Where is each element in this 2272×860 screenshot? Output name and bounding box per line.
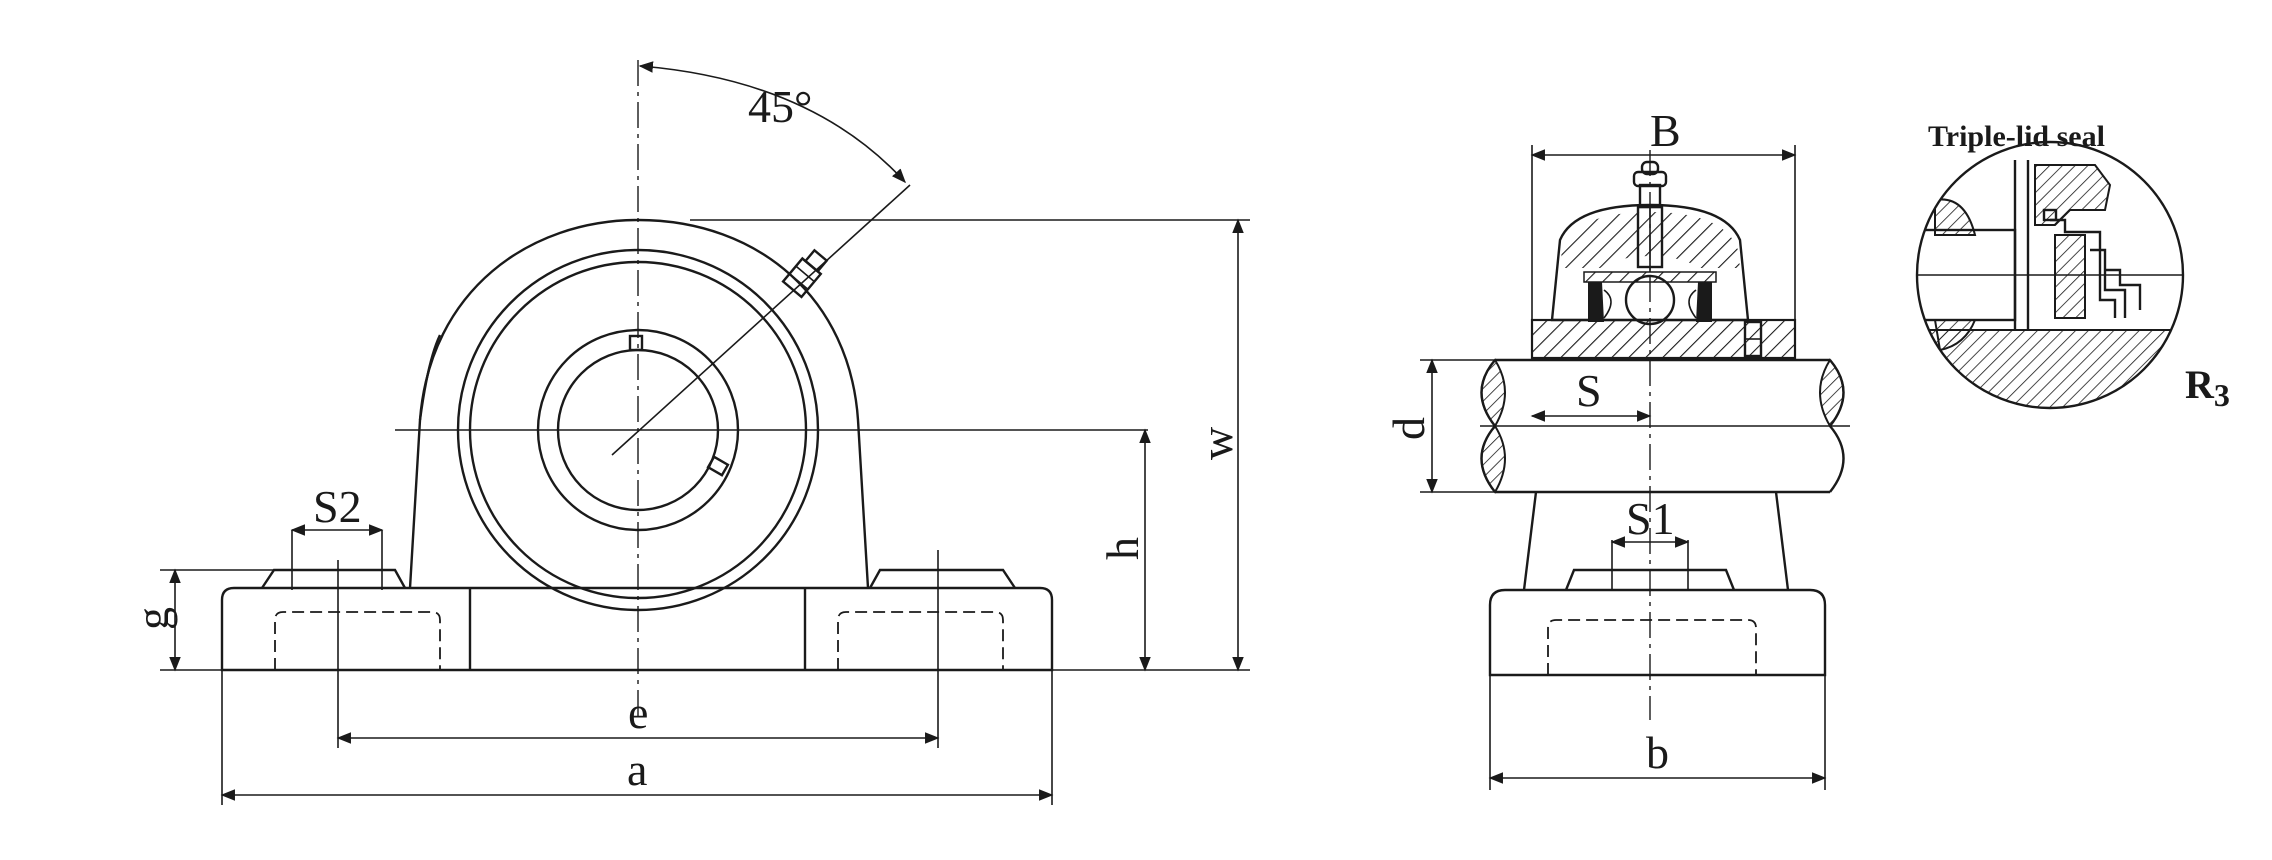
side-slot-hidden [1547,619,1757,675]
dim-e-label: e [628,687,648,738]
detail-lid-clip [2042,208,2058,222]
set-screw-top [628,334,644,352]
dim-h-label: h [1097,537,1148,560]
side-pedestal-outline [1522,491,1790,591]
front-base-outline [220,586,1054,672]
triple-lid-seal-detail: Triple-lid seal R3 [1915,120,2230,413]
housing-shoulder-left [418,334,442,421]
dim-a-label: a [627,744,647,795]
dim-B-label: B [1650,105,1681,156]
right-foot-pad [868,568,1016,589]
angle-45-arc [638,61,906,184]
detail-title: Triple-lid seal [1928,120,2105,153]
bearing-outer-race [536,328,740,532]
right-slot-hidden [837,611,1004,670]
side-view: B S [1383,105,1850,790]
angle-45-line [611,184,911,456]
shaft-left-break-hatch [1480,358,1506,428]
detail-housing-hatch-top [2034,164,2112,226]
set-screw-side [706,455,730,477]
housing-inner-ring [468,260,808,600]
left-foot-pad [261,568,407,589]
dim-s2-label: S2 [313,481,362,532]
seal-right-lip [1688,289,1697,319]
angle-45-label: 45° [748,81,812,132]
detail-callout: R3 [2185,362,2230,413]
side-base-outline [1488,588,1827,677]
dim-b-label: b [1646,727,1669,778]
shaft-right-break-hatch [1819,358,1845,428]
side-housing-cap-outline [1550,203,1750,322]
detail-seal-lid-1 [2050,218,2117,318]
side-foot-pad [1564,568,1736,591]
grease-fitting [781,248,829,299]
shaft-outline [1495,358,1830,494]
front-view: 45° S2 g h w e a [127,60,1250,805]
dim-w-label: w [1191,426,1242,460]
seal-left [1588,282,1604,322]
detail-seal-hatch [2054,234,2086,319]
shaft-left-break-hatch-2 [1480,424,1506,494]
detail-circle-outline [1915,140,2185,410]
seal-left-lip [1603,289,1612,319]
housing-outer-ring [456,248,820,612]
detail-inner-ring [2013,160,2030,330]
left-slot-hidden [274,611,441,670]
seal-right [1696,282,1712,322]
detail-left-hatch [1934,198,1977,236]
dim-S1-label: S1 [1626,493,1675,544]
detail-seal-lid-2 [2090,248,2127,318]
dim-d-label: d [1383,417,1434,440]
side-grease-fitting [1632,160,1668,272]
dim-g-label: g [127,607,178,630]
housing-body-outline [408,218,870,589]
detail-seal-lid-3 [2105,268,2142,310]
dim-S-label: S [1576,365,1602,416]
